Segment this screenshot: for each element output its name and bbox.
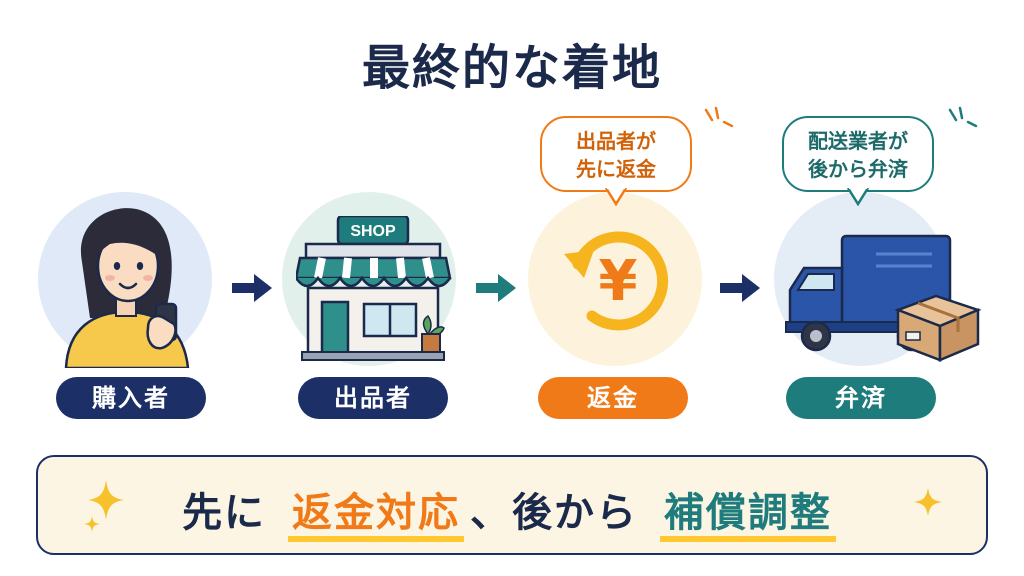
bubble-tail bbox=[604, 188, 628, 206]
shop-sign-text: SHOP bbox=[350, 223, 396, 240]
summary-part1: 先に bbox=[182, 490, 267, 536]
sparkle-icon bbox=[84, 480, 124, 532]
page-title: 最終的な着地 bbox=[361, 40, 662, 96]
yen-symbol: ¥ bbox=[599, 249, 638, 314]
refund-speech-bubble: 出品者が 先に返金 bbox=[540, 116, 692, 192]
bubble-line: 後から弁済 bbox=[808, 157, 908, 181]
shop-icon: SHOP bbox=[296, 216, 452, 361]
summary-text: 先に 返金対応、後から 補償調整 bbox=[38, 480, 986, 542]
summary-highlight-compensation: 補償調整 bbox=[659, 490, 836, 542]
step-label-refund: 返金 bbox=[538, 377, 688, 419]
bubble-line: 配送業者が bbox=[808, 129, 908, 153]
step-label-seller: 出品者 bbox=[298, 377, 448, 419]
bubble-line: 出品者が bbox=[576, 129, 656, 153]
settle-speech-bubble: 配送業者が 後から弁済 bbox=[782, 116, 934, 192]
summary-box: 先に 返金対応、後から 補償調整 bbox=[36, 455, 988, 555]
delivery-truck-icon bbox=[785, 234, 982, 362]
summary-part2: 、後から bbox=[470, 490, 638, 536]
step-label-buyer: 購入者 bbox=[56, 377, 206, 419]
yen-refund-icon: ¥ bbox=[564, 231, 669, 331]
arrow-right-icon bbox=[720, 274, 760, 302]
emphasis-lines-icon bbox=[948, 106, 978, 128]
bubble-tail bbox=[846, 188, 870, 206]
arrow-right-icon bbox=[232, 274, 272, 302]
sparkle-icon bbox=[914, 488, 942, 516]
step-label-settle: 弁済 bbox=[786, 377, 936, 419]
arrow-right-icon bbox=[476, 274, 516, 302]
summary-highlight-refund: 返金対応 bbox=[288, 490, 464, 542]
emphasis-lines-icon bbox=[704, 106, 734, 128]
bubble-line: 先に返金 bbox=[576, 157, 656, 181]
refund-circle bbox=[528, 192, 702, 366]
person-with-phone-icon bbox=[64, 208, 190, 368]
